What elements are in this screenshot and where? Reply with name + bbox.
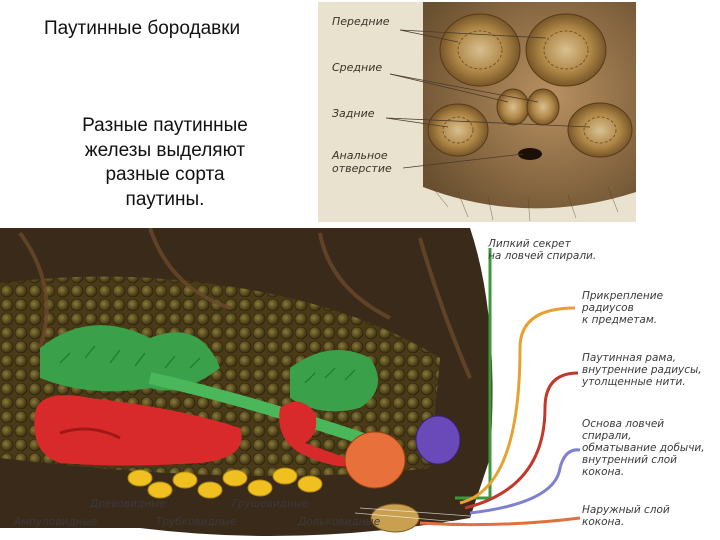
middle-spinneret-right [527, 89, 559, 125]
silk-gland-illustration: Липкий секрет на ловчей спирали. Прикреп… [0, 228, 720, 540]
label-lobed: Дольковидные [298, 516, 380, 528]
silk-type-sticky: Липкий секрет на ловчей спирали. [488, 238, 596, 262]
label-pear: Грушевидные [232, 498, 309, 510]
lobed-gland [345, 432, 405, 488]
label-rear-spinnerets: Задние [332, 108, 375, 121]
pear-gland [416, 416, 460, 464]
slide-title: Паутинные бородавки [44, 18, 240, 40]
spinneret-illustration: Передние Средние Задние Анальное отверст… [318, 2, 636, 222]
silk-type-cocoon: Наружный слой кокона. [582, 504, 670, 528]
label-front-spinnerets: Передние [332, 16, 390, 29]
middle-spinneret-left [497, 89, 529, 125]
silk-type-attachment: Прикрепление радиусов к предметам. [582, 290, 663, 326]
label-tubular: Трубковидные [156, 516, 236, 528]
silk-type-frame: Паутинная рама, внутренние радиусы, утол… [582, 352, 702, 388]
label-arboreal: Древовидные [90, 498, 166, 510]
label-anal-opening: Анальное отверстие [332, 150, 392, 175]
label-middle-spinnerets: Средние [332, 62, 382, 75]
front-spinneret-right [526, 14, 606, 86]
rear-spinneret-right [568, 103, 632, 157]
label-ampullate: Ампуловидные [14, 516, 97, 528]
slide-subtitle: Разные паутинные железы выделяют разные … [40, 114, 290, 213]
rear-spinneret-left [428, 104, 488, 156]
front-spinneret-left [440, 14, 520, 86]
silk-type-spiral: Основа ловчей спирали, обматывание добыч… [582, 418, 705, 478]
